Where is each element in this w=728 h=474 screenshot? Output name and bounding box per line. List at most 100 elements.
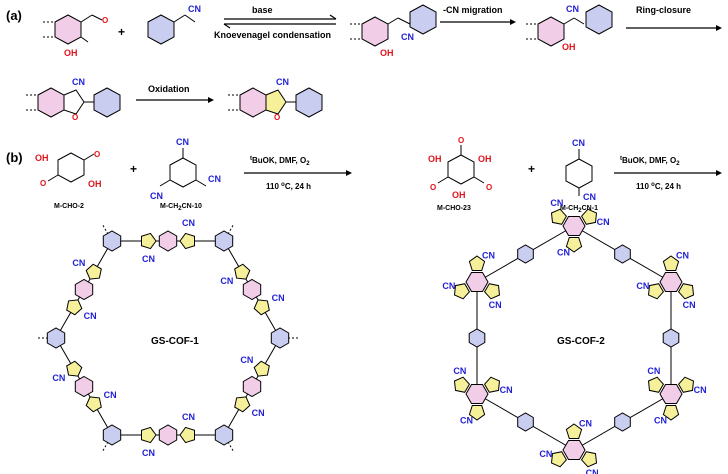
cn-label: CN [176, 137, 189, 147]
m-ch2cn-10-structure: CN CN CN [150, 137, 221, 201]
oh-label: OH [478, 154, 492, 164]
cn-label: CN [683, 300, 696, 310]
furan-ring [565, 237, 583, 253]
furan-ring [234, 263, 251, 280]
benzene-node-ring [270, 327, 290, 349]
furan-ring [179, 232, 195, 250]
cn-label: CN [597, 217, 610, 227]
phenylene-linker-ring [517, 412, 534, 432]
cn-label: CN [142, 448, 155, 458]
condition-label-2: 110 oC, 24 h [636, 182, 681, 191]
cn-label: CN [566, 4, 579, 14]
benzene-core-ring [659, 272, 683, 292]
furan-ring [580, 451, 598, 468]
phenylene-linker-ring [614, 244, 631, 264]
benzene-node-ring [102, 230, 122, 252]
gs-cof-2-label: GS-COF-2 [557, 336, 605, 347]
benzene-core-ring [562, 216, 586, 236]
cn-label: CN [72, 258, 85, 268]
furan-ring [253, 299, 270, 316]
benzene-core-ring [74, 375, 94, 398]
oh-label: OH [428, 154, 442, 164]
furan-ring [179, 426, 195, 444]
benzene-core-ring [242, 278, 262, 301]
o-label: O [40, 179, 46, 188]
cn-label: CN [579, 418, 592, 428]
furan-ring [468, 405, 486, 421]
m-ch2cn-1-label: M-CH2CN-1 [560, 205, 598, 214]
cn-label: CN [104, 390, 117, 400]
furan-ring [677, 283, 695, 300]
furan-ring [677, 376, 695, 393]
o-label: O [94, 150, 100, 159]
m-ch2cn-1-structure: CN CN [565, 138, 596, 202]
migrated-intermediate-structure: CN OH [526, 4, 613, 52]
cn-label: CN [500, 385, 513, 395]
furan-ring [647, 283, 665, 300]
arrow3-top-label: Ring-closure [636, 5, 691, 15]
dihydrobenzofuran-structure: CN O [26, 77, 121, 122]
cn-label: CN [142, 254, 155, 264]
panel-a-label: (a) [6, 8, 22, 23]
furan-ring [565, 423, 583, 439]
cn-label: CN [647, 366, 660, 376]
aldehyde-o-label: O [102, 16, 108, 25]
cn-label: CN [586, 468, 599, 474]
oh-label: OH [452, 190, 466, 200]
benzene-node-ring [102, 424, 122, 446]
o-label: O [72, 113, 78, 122]
m-cho-2-label: M-CHO-2 [54, 203, 84, 210]
furan-ring [550, 451, 568, 468]
benzene-core-ring [74, 278, 94, 301]
arrow4-top-label: Oxidation [148, 84, 190, 94]
condition-label-1: 110 oC, 24 h [266, 182, 311, 191]
cn-label: CN [72, 77, 85, 87]
cn-label: CN [52, 373, 65, 383]
phenylene-linker-ring [468, 328, 486, 348]
furan-ring [234, 396, 251, 413]
cn-label: CN [694, 385, 707, 395]
o-label: O [430, 183, 436, 192]
furan-ring [141, 232, 157, 250]
arrow2-top-label: -CN migration [443, 5, 503, 15]
cn-label: CN [220, 276, 233, 286]
cn-label: CN [482, 250, 495, 260]
cn-label: CN [272, 293, 285, 303]
panel-b-label: (b) [6, 150, 23, 165]
furan-ring [662, 405, 680, 421]
plus-b1: + [130, 162, 137, 176]
cn-label: CN [240, 355, 253, 365]
furan-ring [483, 376, 501, 393]
benzene-node-ring [214, 424, 234, 446]
benzene-core-ring [158, 424, 178, 446]
cn-label: CN [557, 248, 570, 258]
reagent-label-1: tBuOK, DMF, O2 [250, 156, 310, 167]
cn-label: CN [401, 32, 414, 42]
arrow1-bottom-label: Knoevenagel condensation [214, 30, 331, 40]
benzyl-cyanide-structure: CN [147, 4, 201, 45]
cn-label: CN [208, 174, 221, 184]
cn-label: CN [550, 198, 563, 208]
plus-b2: + [528, 162, 535, 176]
benzene-core-ring [465, 272, 489, 292]
cn-label: CN [489, 300, 502, 310]
cn-label: CN [539, 449, 552, 459]
reagent-label-2: tBuOK, DMF, O2 [620, 156, 680, 167]
cn-label: CN [583, 192, 596, 202]
plus-a: + [118, 25, 125, 39]
cn-label: CN [182, 218, 195, 228]
cn-label: CN [442, 281, 455, 291]
furan-ring [647, 376, 665, 393]
benzene-core-ring [659, 384, 683, 404]
benzene-core-ring [158, 230, 178, 252]
benzofuran-product-structure: CN O [228, 77, 323, 122]
benzene-node-ring [46, 327, 66, 349]
cn-label: CN [460, 416, 473, 426]
furan-ring [253, 360, 270, 377]
m-cho-23-structure: OH OH OH O O O [428, 136, 492, 200]
oh-label: OH [88, 179, 102, 189]
o-label: O [486, 183, 492, 192]
